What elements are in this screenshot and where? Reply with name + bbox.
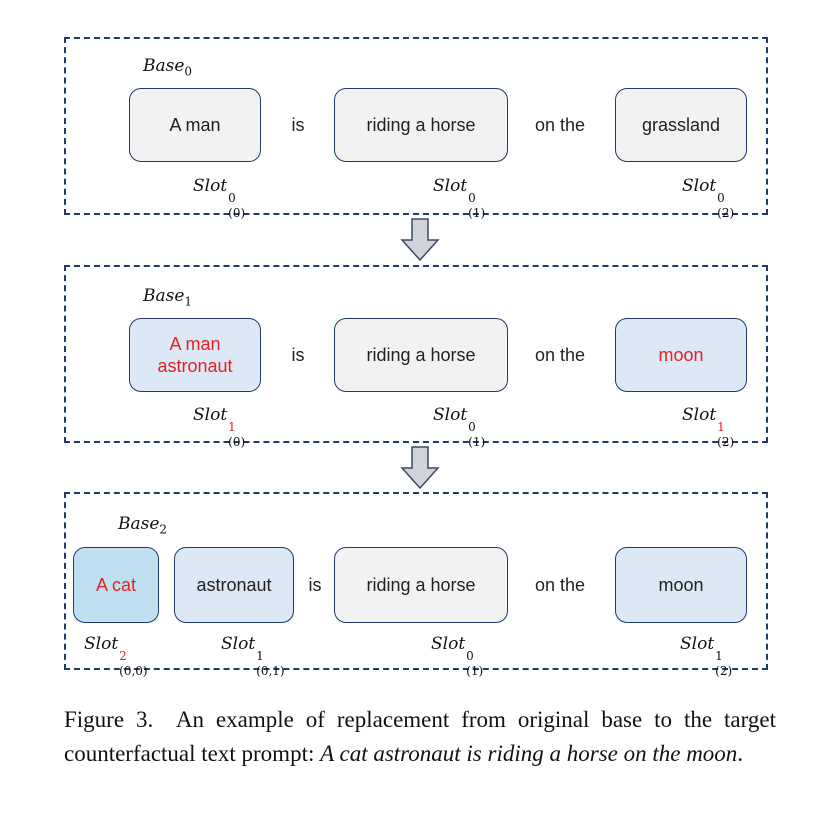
- down-arrow-icon: [400, 218, 440, 262]
- slot-0-box: A man astronaut: [129, 318, 261, 392]
- slot-0-box: A man: [129, 88, 261, 162]
- connector-on-the: on the: [534, 345, 586, 365]
- connector-is: is: [291, 345, 305, 365]
- base-1-panel: [64, 265, 768, 443]
- slot-1-box: riding a horse: [334, 547, 508, 623]
- slot-2-box: moon: [615, 318, 747, 392]
- connector-on-the: on the: [534, 575, 586, 595]
- slot-1-box: riding a horse: [334, 88, 508, 162]
- caption-end: .: [737, 741, 744, 766]
- caption-text: An example of replacement from original …: [64, 707, 776, 766]
- connector-on-the: on the: [534, 115, 586, 135]
- figure-caption: Figure 3. An example of replacement from…: [64, 703, 776, 771]
- down-arrow-icon: [400, 446, 440, 490]
- connector-is: is: [291, 115, 305, 135]
- base-1-label: Base1: [143, 286, 193, 309]
- base-0-label: Base0: [143, 56, 193, 79]
- caption-prompt: A cat astronaut is riding a horse on the…: [320, 741, 738, 766]
- base-0-panel: [64, 37, 768, 215]
- connector-is: is: [308, 575, 322, 595]
- slot-0-1-box: astronaut: [174, 547, 294, 623]
- base-2-label: Base2: [118, 514, 168, 537]
- slot-2-box: grassland: [615, 88, 747, 162]
- caption-prefix: Figure 3.: [64, 707, 154, 732]
- slot-0-0-box: A cat: [73, 547, 159, 623]
- slot-2-box: moon: [615, 547, 747, 623]
- base-2-panel: [64, 492, 768, 670]
- slot-1-box: riding a horse: [334, 318, 508, 392]
